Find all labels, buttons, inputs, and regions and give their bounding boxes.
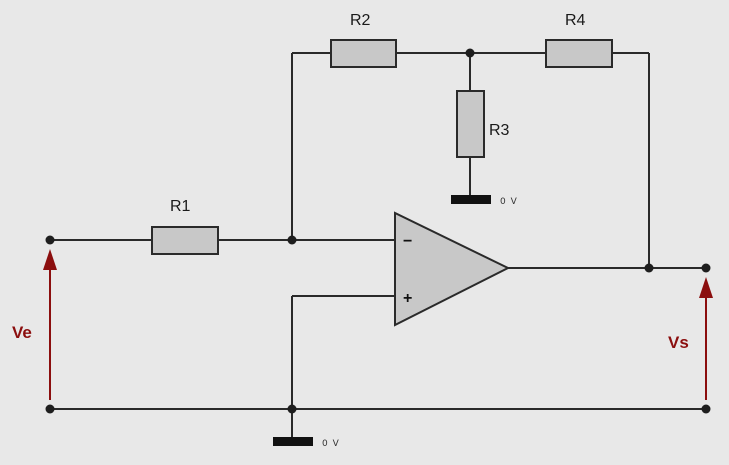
junction-node-bottom [287,404,297,414]
resistor-r4 [545,39,613,68]
resistor-r2 [330,39,397,68]
junction-node-b [465,48,475,58]
resistor-r1 [151,226,219,255]
terminal-input-top [45,235,55,245]
resistor-r2-label: R2 [350,12,371,29]
resistor-r4-label: R4 [565,12,586,29]
ground-symbol-bottom [273,437,313,446]
ground-label-bottom: 0 V [322,439,340,449]
terminal-output-top [701,263,711,273]
ground-symbol-top [451,195,491,204]
voltage-label-vs: Vs [668,333,689,352]
terminal-input-bottom [45,404,55,414]
opamp-non-inverting-sign: + [403,290,412,307]
opamp-inverting-sign: − [403,233,412,250]
junction-node-a [287,235,297,245]
opamp-triangle [394,211,511,327]
terminal-output-bottom [701,404,711,414]
ground-label-top: 0 V [500,197,518,207]
junction-node-output [644,263,654,273]
voltage-label-ve: Ve [12,323,32,342]
arrow-ve-head [43,249,57,270]
resistor-r3-label: R3 [489,122,510,139]
arrow-vs-head [699,277,713,298]
resistor-r3 [456,90,485,158]
resistor-r1-label: R1 [170,198,191,215]
wires [50,52,706,437]
